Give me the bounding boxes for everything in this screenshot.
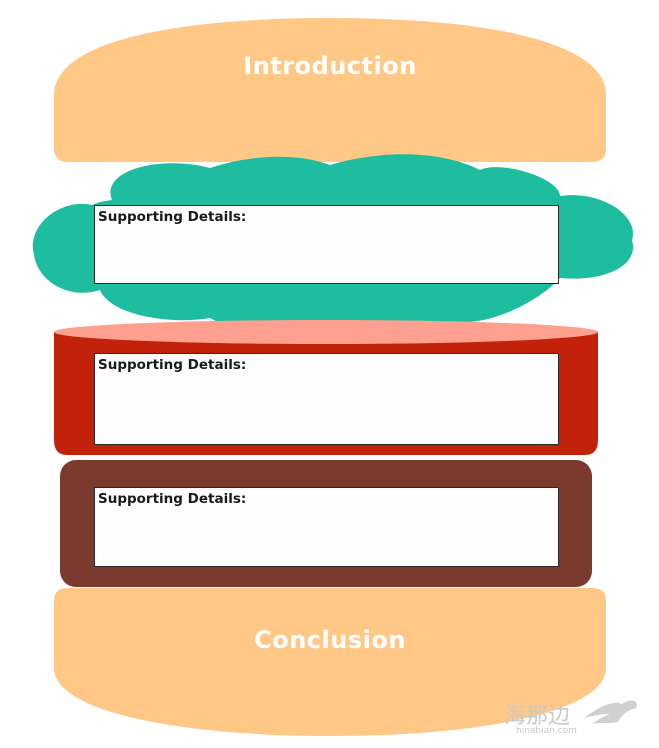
supporting-details-label: Supporting Details:: [98, 209, 247, 225]
introduction-label: Introduction: [243, 52, 417, 80]
supporting-details-label: Supporting Details:: [98, 491, 247, 507]
bottom-bun: [54, 588, 606, 736]
conclusion-label: Conclusion: [254, 626, 406, 654]
supporting-details-box-3[interactable]: Supporting Details:: [94, 487, 559, 567]
supporting-details-box-1[interactable]: Supporting Details:: [94, 205, 559, 284]
watermark-url: hinabian.com: [516, 726, 577, 736]
top-bun: [54, 18, 606, 162]
watermark-text: 海那边: [504, 704, 571, 729]
supporting-details-box-2[interactable]: Supporting Details:: [94, 353, 559, 445]
bird-logo-icon: [584, 700, 637, 724]
supporting-details-label: Supporting Details:: [98, 357, 247, 373]
